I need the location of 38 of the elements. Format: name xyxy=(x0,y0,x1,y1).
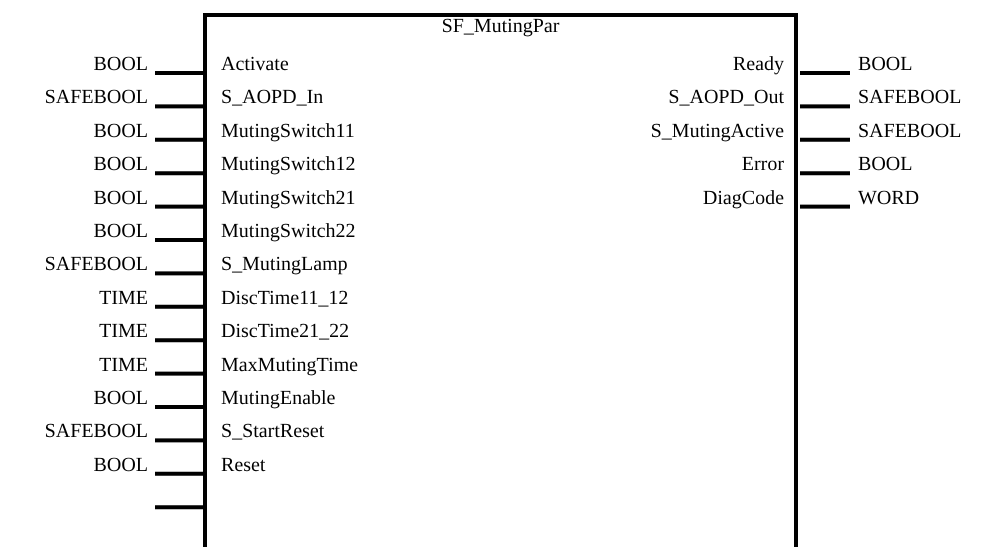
pin-name: Reset xyxy=(221,454,266,476)
data-type-label: BOOL xyxy=(94,120,148,142)
data-type-label: WORD xyxy=(858,186,920,209)
block-title: SF_MutingPar xyxy=(440,15,560,37)
pin-name: S_AOPD_In xyxy=(221,86,324,108)
pin-name: Ready xyxy=(732,53,784,75)
data-type-label: TIME xyxy=(99,286,148,309)
data-type-label: SAFEBOOL xyxy=(44,253,148,276)
pin-name: DiscTime21_22 xyxy=(221,320,350,342)
pin-name: S_AOPD_Out xyxy=(668,86,784,108)
data-type-label: TIME xyxy=(99,354,148,376)
data-type-label: BOOL xyxy=(94,220,148,242)
pin-name: MutingSwitch22 xyxy=(221,220,356,242)
data-type-label: TIME xyxy=(99,320,148,342)
pin-name: Activate xyxy=(221,53,289,75)
pin-name: MutingSwitch11 xyxy=(221,120,355,142)
data-type-label: BOOL xyxy=(94,186,148,209)
pin-name: MutingSwitch21 xyxy=(221,186,356,209)
pin-name: S_MutingActive xyxy=(650,120,784,142)
pin-name: MaxMutingTime xyxy=(221,354,358,376)
function-block xyxy=(203,13,798,547)
data-type-label: BOOL xyxy=(858,53,912,75)
data-type-label: BOOL xyxy=(94,153,148,176)
pin-name: S_MutingLamp xyxy=(221,253,348,276)
data-type-label: BOOL xyxy=(94,387,148,409)
pin-name: MutingEnable xyxy=(221,387,336,409)
data-type-label: SAFEBOOL xyxy=(858,86,962,108)
data-type-label: BOOL xyxy=(94,454,148,476)
data-type-label: SAFEBOOL xyxy=(44,86,148,108)
pin-name: S_StartReset xyxy=(221,420,324,442)
pin-name: MutingSwitch12 xyxy=(221,153,356,176)
data-type-label: SAFEBOOL xyxy=(858,120,962,142)
pin-name: DiagCode xyxy=(702,186,784,209)
data-type-label: BOOL xyxy=(858,153,912,176)
data-type-label: BOOL xyxy=(94,53,148,75)
data-type-label: SAFEBOOL xyxy=(44,420,148,442)
pin-name: DiscTime11_12 xyxy=(221,286,348,309)
pin-name: Error xyxy=(742,153,784,176)
